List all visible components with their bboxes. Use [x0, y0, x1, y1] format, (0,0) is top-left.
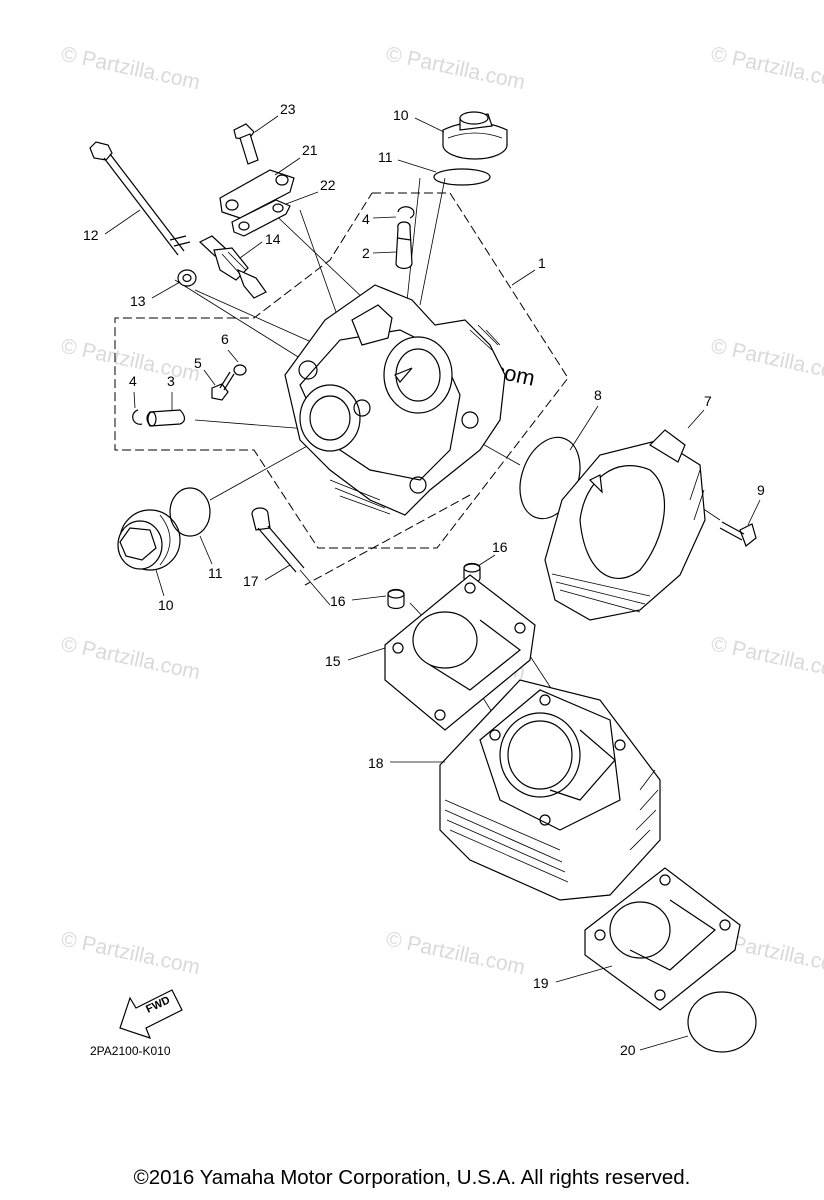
part-cap-left — [117, 509, 181, 571]
watermark: © Partzilla.com — [59, 927, 202, 979]
part-cylinder — [439, 679, 661, 901]
watermark: © Partzilla.com — [384, 927, 527, 979]
callout-label: 17 — [243, 573, 259, 589]
part-cap-top — [442, 111, 508, 160]
part-o-ring-base — [687, 991, 757, 1053]
callout-label: 6 — [221, 331, 229, 347]
callout-label: 2 — [362, 245, 370, 261]
callout-label: 10 — [158, 597, 174, 613]
callout-label: 4 — [129, 373, 137, 389]
callout-label: 14 — [265, 231, 281, 247]
part-o-ring-left — [169, 487, 211, 537]
watermark: © Partzilla.com — [709, 42, 824, 94]
part-o-ring-top — [433, 168, 491, 186]
part-long-bolt — [89, 141, 191, 256]
callout-label: 15 — [325, 653, 341, 669]
part-valve-guide-top — [395, 206, 415, 270]
callout-label: 18 — [368, 755, 384, 771]
watermark: © Partzilla.com — [384, 42, 527, 94]
callout-label: 12 — [83, 227, 99, 243]
part-head-gasket — [384, 574, 536, 731]
part-base-gasket — [584, 867, 741, 1011]
callout-label: 21 — [302, 142, 318, 158]
copyright-notice: ©2016 Yamaha Motor Corporation, U.S.A. A… — [133, 1166, 691, 1189]
part-valve-guide-left — [132, 364, 247, 427]
callout-label: 9 — [757, 482, 765, 498]
callout-label: 19 — [533, 975, 549, 991]
diagram-code: 2PA2100-K010 — [90, 1044, 171, 1058]
fwd-arrow-icon: FWD — [119, 989, 183, 1039]
callout-label: 11 — [378, 149, 393, 165]
callout-label: 4 — [362, 211, 370, 227]
callout-label: 11 — [208, 565, 223, 581]
callout-label: 22 — [320, 177, 336, 193]
callout-label: 3 — [167, 373, 175, 389]
callout-label: 5 — [194, 355, 202, 371]
watermark: © Partzilla.com — [59, 632, 202, 684]
part-cover-plate — [219, 123, 295, 237]
watermark: © Partzilla.com — [709, 334, 824, 386]
callout-label: 1 — [538, 255, 546, 271]
assembly-outlines — [114, 192, 569, 586]
part-spark-plug — [198, 235, 267, 299]
callout-label: 7 — [704, 393, 712, 409]
callout-label: 16 — [330, 593, 346, 609]
callout-label: 20 — [620, 1042, 636, 1058]
watermark: © Partzilla.com — [709, 632, 824, 684]
callout-label: 8 — [594, 387, 602, 403]
part-washer-hole — [182, 273, 192, 283]
callout-label: 13 — [130, 293, 146, 309]
callout-label: 23 — [280, 101, 296, 117]
watermark: © Partzilla.com — [59, 42, 202, 94]
part-stud-bolt — [251, 507, 305, 573]
part-bolt-small — [719, 521, 757, 547]
part-cylinder-head — [284, 284, 506, 516]
part-washer — [177, 269, 197, 287]
part-head-cover — [544, 429, 706, 621]
callout-label: 10 — [393, 107, 409, 123]
callouts: 1 2 3 4 4 5 6 7 8 9 10 10 11 11 12 13 14… — [83, 101, 765, 1058]
callout-label: 16 — [492, 539, 508, 555]
